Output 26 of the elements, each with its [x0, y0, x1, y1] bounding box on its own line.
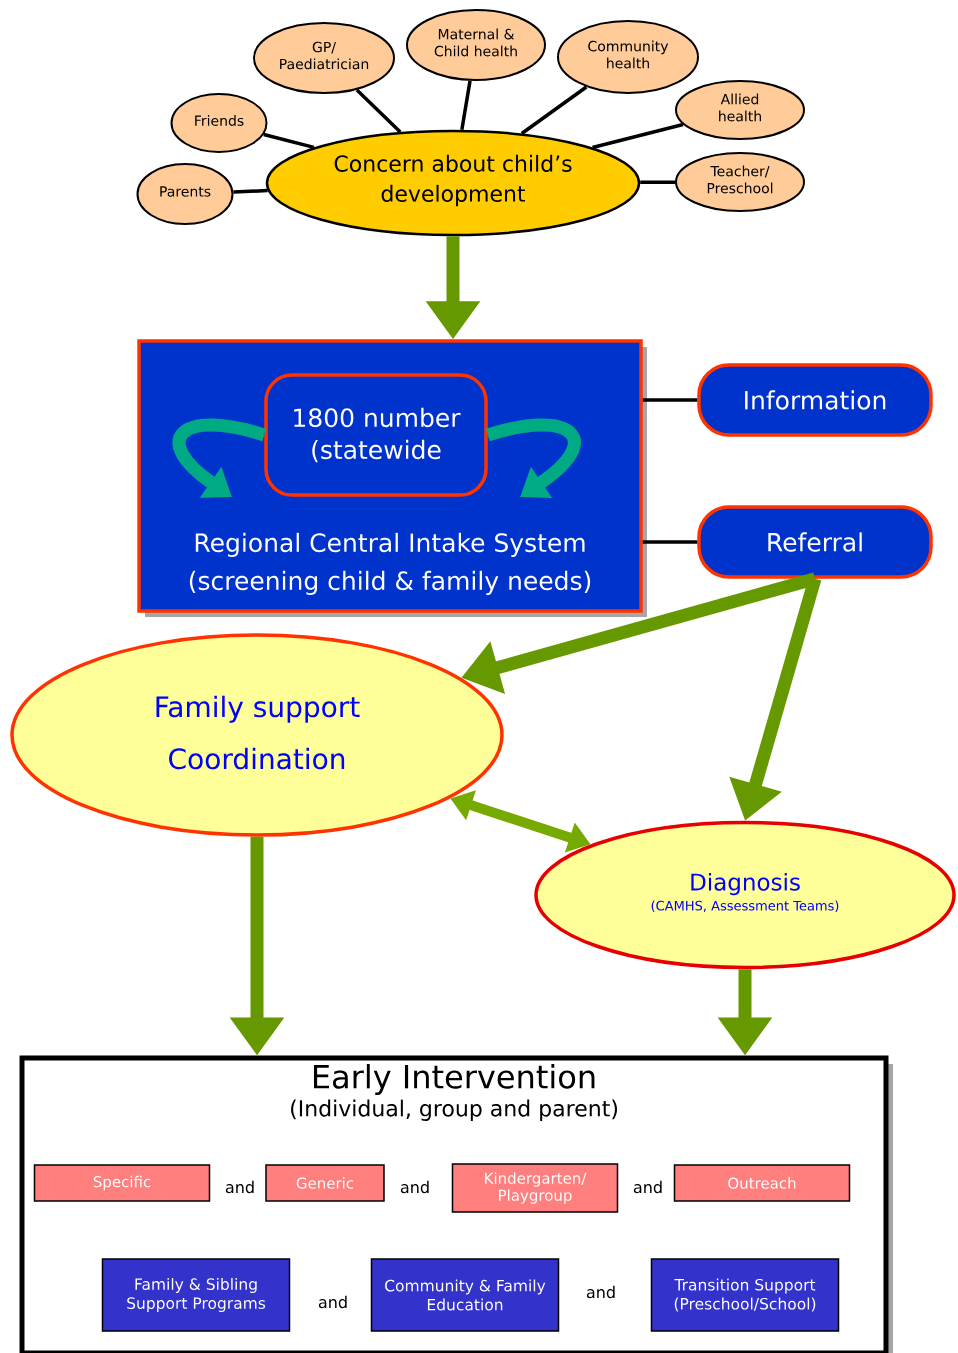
connector-word: and	[633, 1180, 662, 1194]
connector-word: and	[400, 1180, 429, 1194]
service-box: Generic	[265, 1164, 385, 1202]
connector-line	[263, 132, 315, 150]
phone-number-box: 1800 number (statewide	[264, 373, 488, 497]
service-box: Outreach	[673, 1164, 851, 1202]
connector-line	[642, 540, 698, 544]
service-box: Kindergarten/ Playgroup	[451, 1163, 619, 1213]
program-box: Community & Family Education	[370, 1258, 560, 1332]
connector-line	[642, 398, 698, 402]
information-box: Information	[697, 363, 933, 437]
connector-line	[460, 80, 472, 131]
service-box: Specific	[33, 1164, 211, 1202]
connector-word: and	[225, 1180, 254, 1194]
connector-line	[592, 122, 684, 150]
arrow	[486, 418, 581, 499]
connector-line	[520, 85, 588, 135]
program-box: Family & Sibling Support Programs	[101, 1258, 291, 1332]
connector-line	[233, 188, 268, 194]
connector-word: and	[318, 1295, 347, 1309]
arrow	[172, 418, 266, 498]
connector-line	[640, 180, 675, 185]
connector-line	[355, 88, 402, 134]
connector-word: and	[586, 1285, 615, 1299]
referral-box: Referral	[697, 505, 933, 579]
program-box: Transition Support (Preschool/School)	[650, 1258, 840, 1332]
